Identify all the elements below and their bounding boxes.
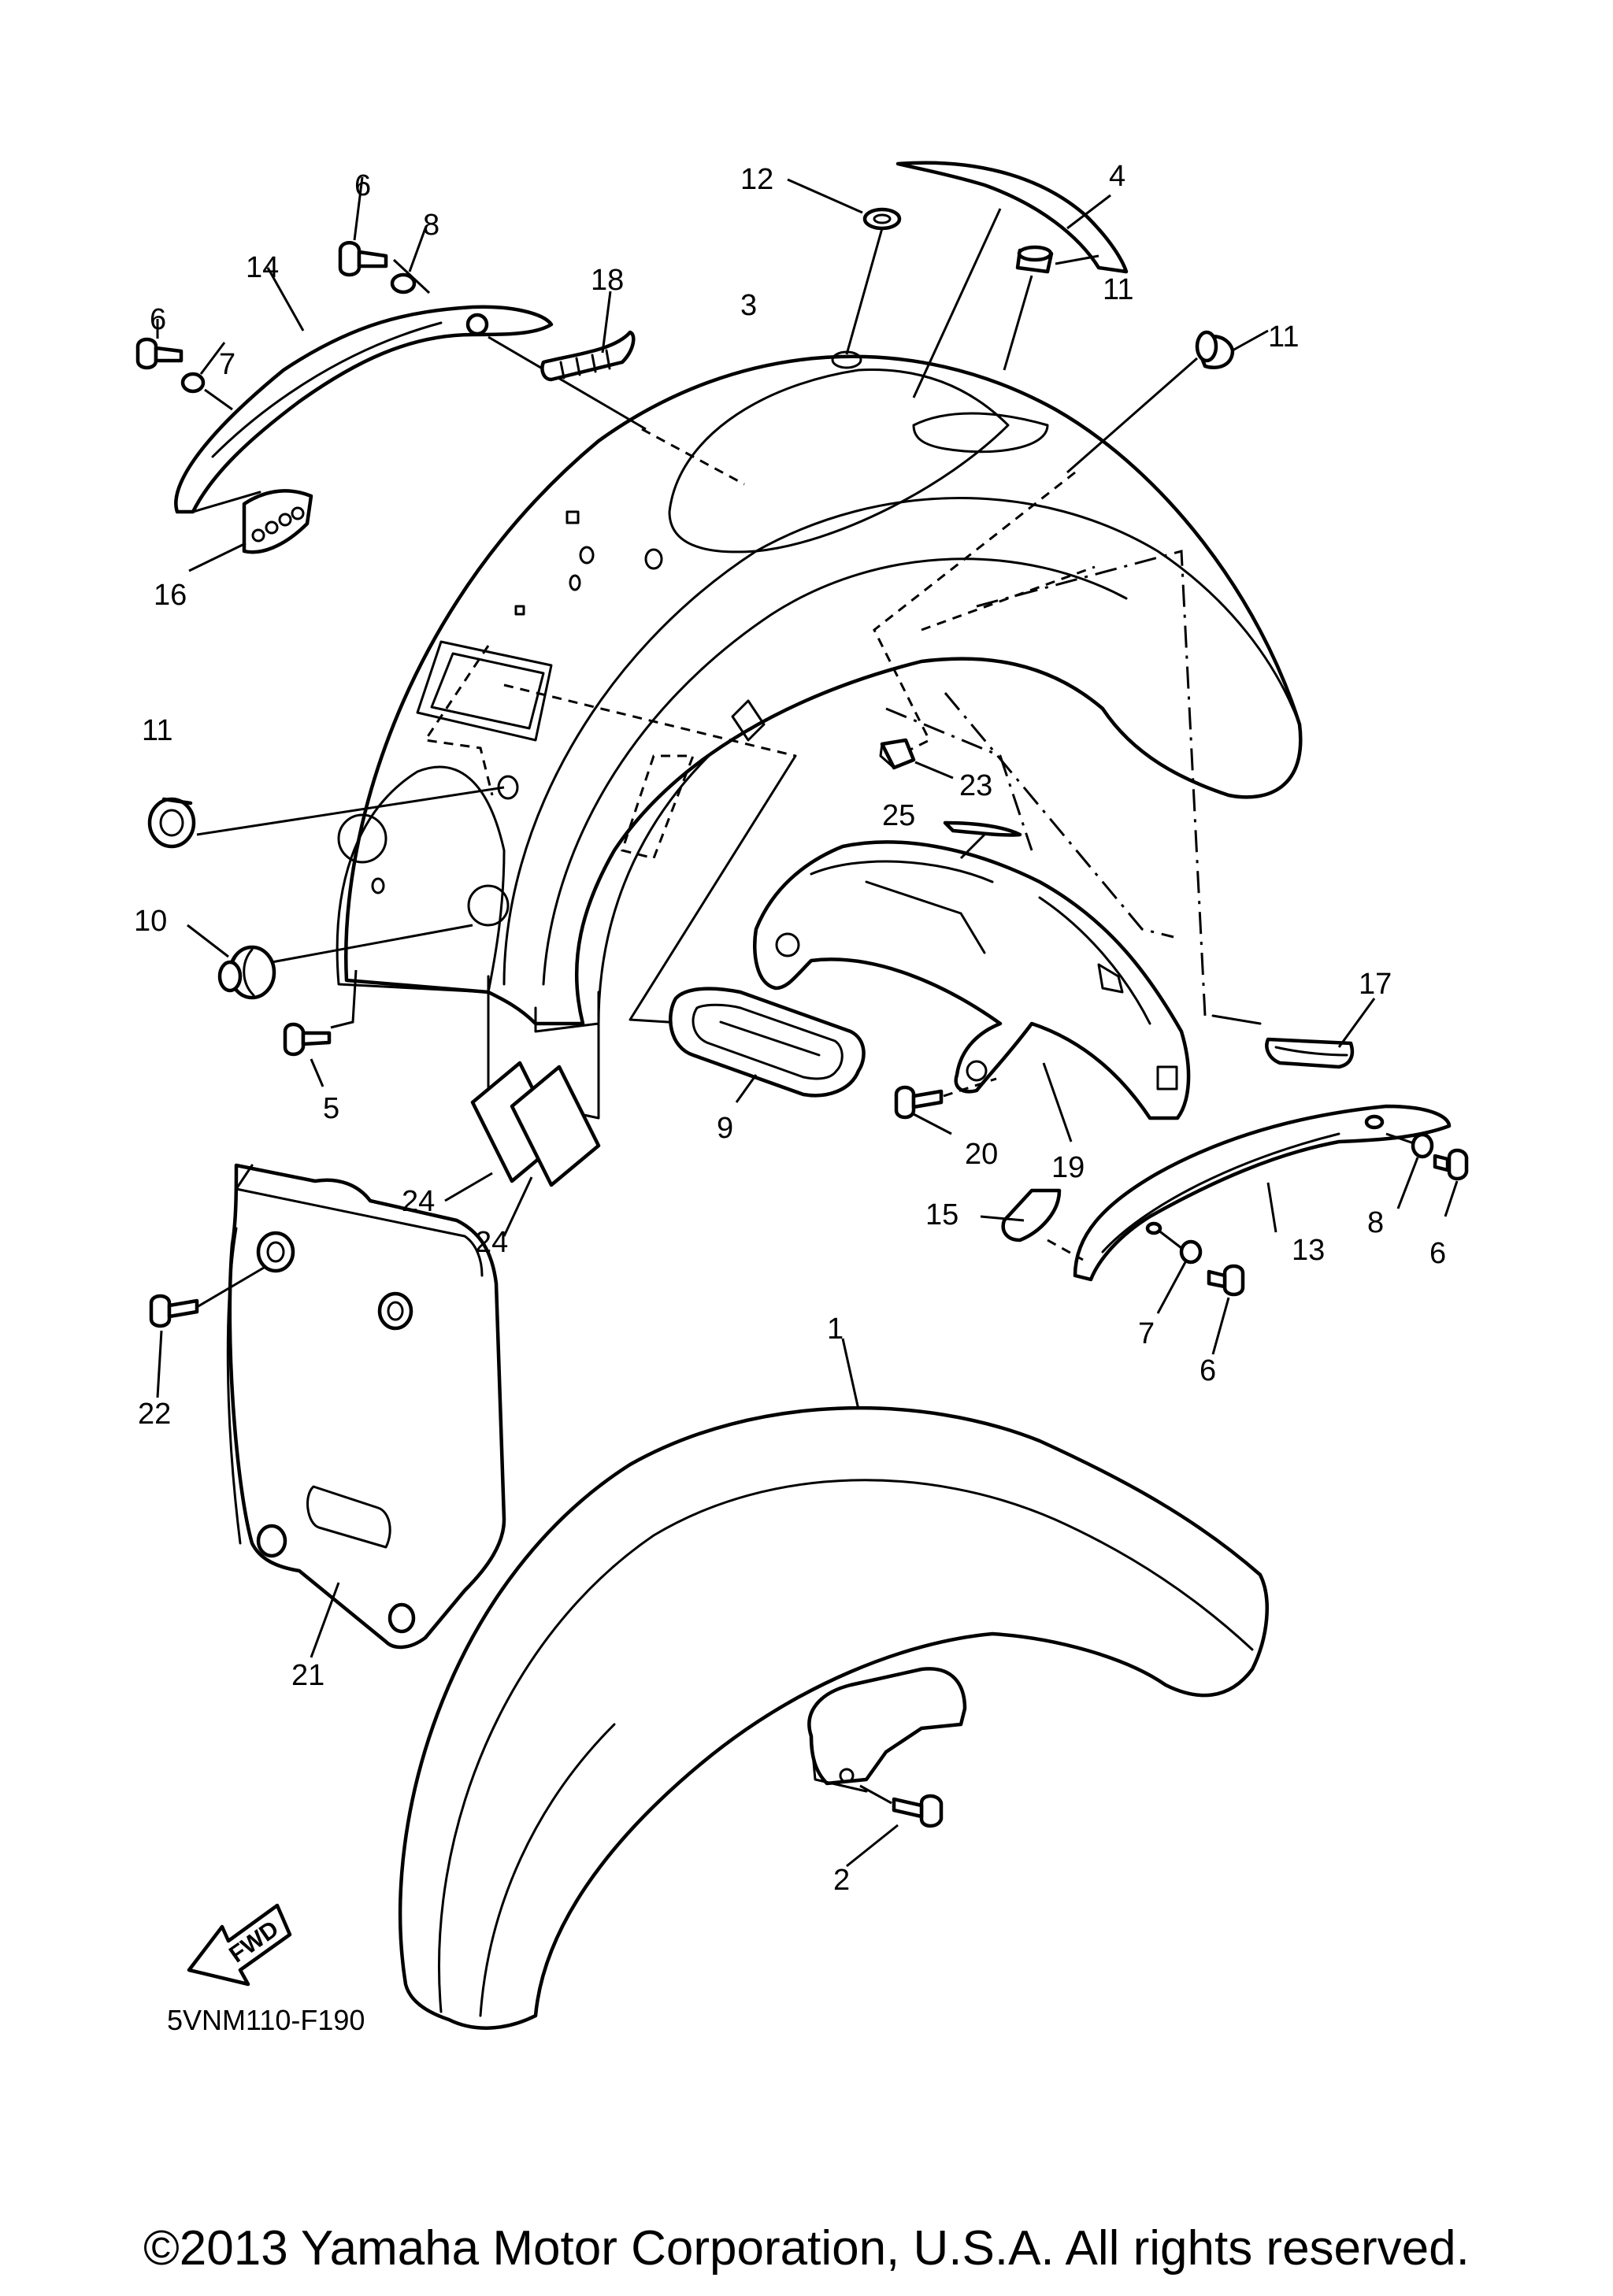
- label-24b-part: [510, 1065, 601, 1187]
- grommet-11-top-part: [1015, 245, 1054, 274]
- callout-11b: 11: [1268, 320, 1299, 354]
- washer-8-upper-part: [390, 272, 417, 294]
- callout-24a: 24: [402, 1185, 435, 1218]
- inner-fender-19-part: [753, 840, 1191, 1120]
- callout-13: 13: [1292, 1234, 1325, 1267]
- pad-16-part: [242, 489, 313, 554]
- callout-14: 14: [246, 251, 279, 284]
- callout-6c: 6: [1429, 1237, 1446, 1270]
- grommet-11-left-part: [147, 797, 196, 849]
- fwd-arrow-icon: FWD: [187, 1903, 292, 1987]
- reflector-9-part: [669, 987, 866, 1098]
- callout-17: 17: [1359, 968, 1392, 1001]
- callout-7a: 7: [219, 348, 235, 381]
- callout-22: 22: [138, 1398, 171, 1431]
- washer-7-left-part: [180, 372, 206, 394]
- washer-12-part: [862, 207, 902, 231]
- callout-20: 20: [965, 1138, 998, 1171]
- callout-7b: 7: [1138, 1317, 1155, 1350]
- bolt-6-left-part: [135, 337, 184, 370]
- diagram-code: 5VNM110-F190: [167, 2004, 365, 2036]
- bolt-5-part: [283, 1022, 332, 1057]
- callout-12: 12: [740, 163, 773, 196]
- grab-bar-14-part: [174, 305, 554, 514]
- callout-6d: 6: [1200, 1354, 1216, 1387]
- callout-11c: 11: [142, 714, 172, 747]
- bolt-6-upper-part: [338, 241, 388, 277]
- side-cover-21-part: [226, 1163, 506, 1650]
- callout-1: 1: [827, 1313, 844, 1346]
- callout-8b: 8: [1367, 1206, 1384, 1239]
- bolt-2-part: [892, 1794, 944, 1828]
- bolt-20-part: [894, 1085, 944, 1120]
- callout-3: 3: [740, 289, 757, 322]
- callout-2: 2: [833, 1864, 850, 1897]
- washer-8-right-part: [1411, 1132, 1434, 1159]
- plug-10-part: [217, 945, 276, 1000]
- clip-23-part: [879, 738, 916, 770]
- callout-16: 16: [154, 579, 187, 612]
- callout-25: 25: [882, 799, 915, 832]
- callout-24b: 24: [475, 1226, 508, 1259]
- callout-5: 5: [323, 1092, 339, 1125]
- fender-stay-4-part: [895, 161, 1129, 274]
- front-fender-part: [398, 1405, 1269, 2030]
- grommet-11-right-part: [1195, 330, 1235, 370]
- grab-bar-13-part: [1073, 1104, 1452, 1282]
- callout-6b: 6: [150, 303, 166, 336]
- callout-10: 10: [134, 905, 167, 938]
- bolt-6-right-part: [1433, 1148, 1469, 1181]
- callout-18: 18: [591, 264, 624, 297]
- pad-17-part: [1265, 1037, 1355, 1069]
- washer-7-right-part: [1179, 1239, 1203, 1265]
- copyright-footer: ©2013 Yamaha Motor Corporation, U.S.A. A…: [143, 2221, 1470, 2276]
- callout-8a: 8: [423, 209, 439, 242]
- pad-18-part: [540, 330, 636, 382]
- bolt-6-lower-part: [1207, 1264, 1245, 1297]
- callout-21: 21: [291, 1659, 324, 1692]
- callout-9: 9: [717, 1112, 733, 1145]
- callout-15: 15: [925, 1198, 959, 1231]
- callout-6a: 6: [354, 169, 371, 202]
- plate-25-part: [943, 820, 1022, 837]
- callout-4: 4: [1109, 160, 1125, 193]
- callout-11a: 11: [1103, 273, 1133, 306]
- pad-15-part: [1001, 1188, 1062, 1242]
- bolt-22-part: [149, 1294, 199, 1328]
- callout-23: 23: [959, 769, 992, 802]
- callout-19: 19: [1051, 1151, 1085, 1184]
